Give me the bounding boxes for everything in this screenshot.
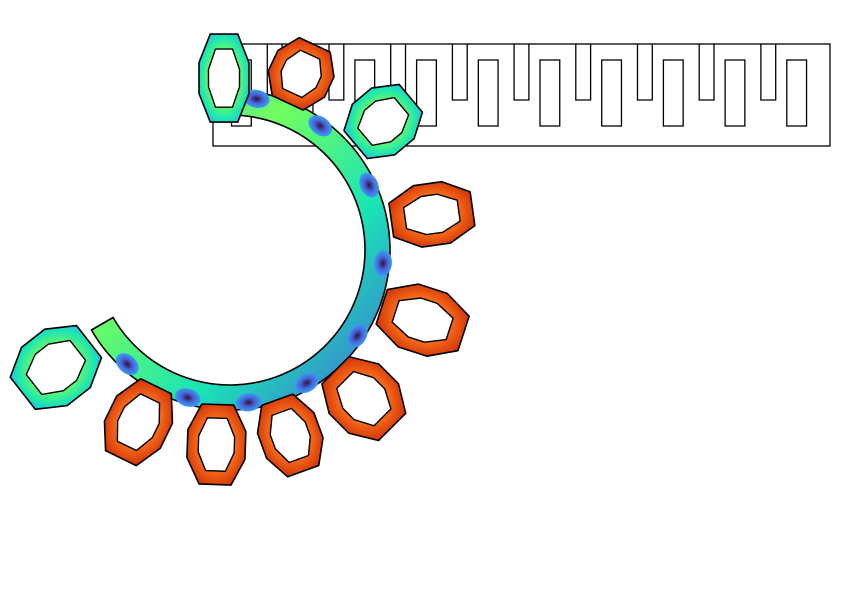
deformed-curved-structure <box>9 33 476 486</box>
deformed-hinge <box>359 172 379 198</box>
deformed-cells <box>9 33 476 486</box>
deformed-cell-hole <box>391 297 454 343</box>
deformed-cell <box>388 180 476 248</box>
deformed-hinge <box>346 323 368 348</box>
deformed-cell <box>9 324 103 411</box>
undeformed-cell-hole <box>601 59 623 127</box>
undeformed-slit <box>760 44 777 101</box>
undeformed-slit <box>698 44 715 101</box>
deformed-cell <box>343 83 424 160</box>
undeformed-cell-hole <box>724 59 746 127</box>
deformed-cell <box>267 36 335 111</box>
undeformed-cell-hole <box>539 59 561 127</box>
deformed-cell <box>375 283 470 357</box>
deformed-hinge <box>174 388 201 407</box>
deformed-cell <box>186 403 247 486</box>
deformed-hinge <box>373 250 392 277</box>
undeformed-slit <box>513 44 530 101</box>
deformed-cell-hole <box>207 48 241 108</box>
undeformed-cell-hole <box>477 59 499 127</box>
undeformed-slit <box>575 44 592 101</box>
deformed-cell <box>256 393 324 478</box>
deformed-cell <box>321 355 407 442</box>
deformed-cell <box>103 377 174 467</box>
deformed-hinge <box>308 115 332 137</box>
deformed-cell-hole <box>357 96 410 147</box>
undeformed-serpentine-outline <box>212 43 831 147</box>
deformed-cell <box>198 33 250 123</box>
deformed-hinge <box>243 89 270 108</box>
undeformed-cell-hole <box>662 59 684 127</box>
undeformed-cell-hole <box>415 59 438 127</box>
deformed-cell-hole <box>25 339 87 396</box>
deformed-cell-hole <box>197 417 236 472</box>
deformed-cell-hole <box>269 407 312 464</box>
deformed-cell-hole <box>116 393 161 452</box>
deformed-cell-hole <box>336 370 392 427</box>
deformed-hinge <box>235 393 262 412</box>
deformed-hinge <box>294 372 319 394</box>
undeformed-cell-hole <box>786 59 808 127</box>
deformed-cell-hole <box>280 49 322 99</box>
deformed-inner-band <box>90 89 391 411</box>
deformed-hinge <box>115 353 139 376</box>
deformed-cell-hole <box>402 193 461 236</box>
undeformed-slit <box>636 44 653 101</box>
undeformed-slit <box>451 44 468 101</box>
